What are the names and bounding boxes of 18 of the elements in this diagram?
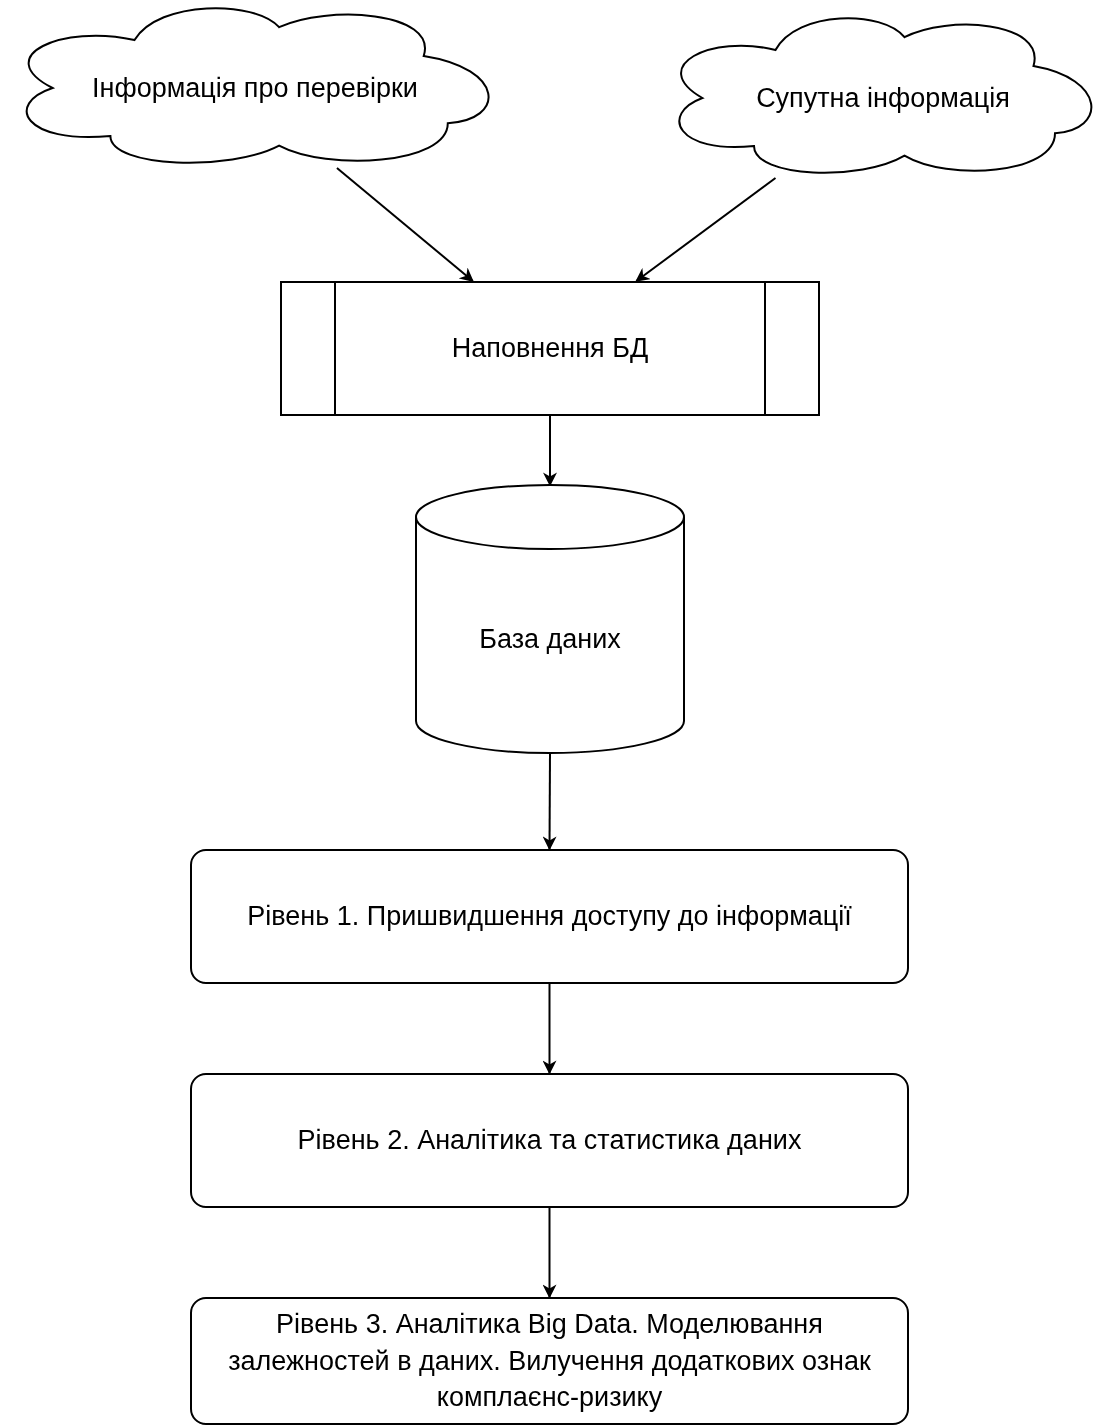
- arrow: [542, 1207, 557, 1299]
- arrow: [335, 167, 474, 282]
- node-label: Наповнення БД: [451, 332, 649, 366]
- node-label: Рівень 1. Пришвидшення доступу до інформації: [247, 900, 852, 934]
- arrow: [542, 983, 557, 1075]
- node-label: Рівень 3. Аналітика Big Data. Моделювання залежностей в даних. Вилучення додаткових ознак комплаєнс-ризику: [227, 1308, 872, 1415]
- database-cylinder: [415, 485, 685, 753]
- node-label: Рівень 2. Аналітика та статистика даних: [297, 1124, 802, 1158]
- node-label: Інформація про перевірки: [92, 71, 418, 105]
- arrow: [543, 415, 557, 487]
- rounded-process-box: [190, 849, 909, 984]
- rounded-process-box: [190, 1297, 909, 1425]
- node-label: База даних: [479, 622, 621, 656]
- arrow: [635, 177, 777, 282]
- arrow: [542, 752, 557, 851]
- node-label: Супутна інформація: [756, 81, 1010, 115]
- rounded-process-box: [190, 1073, 909, 1208]
- process-box: [280, 281, 820, 416]
